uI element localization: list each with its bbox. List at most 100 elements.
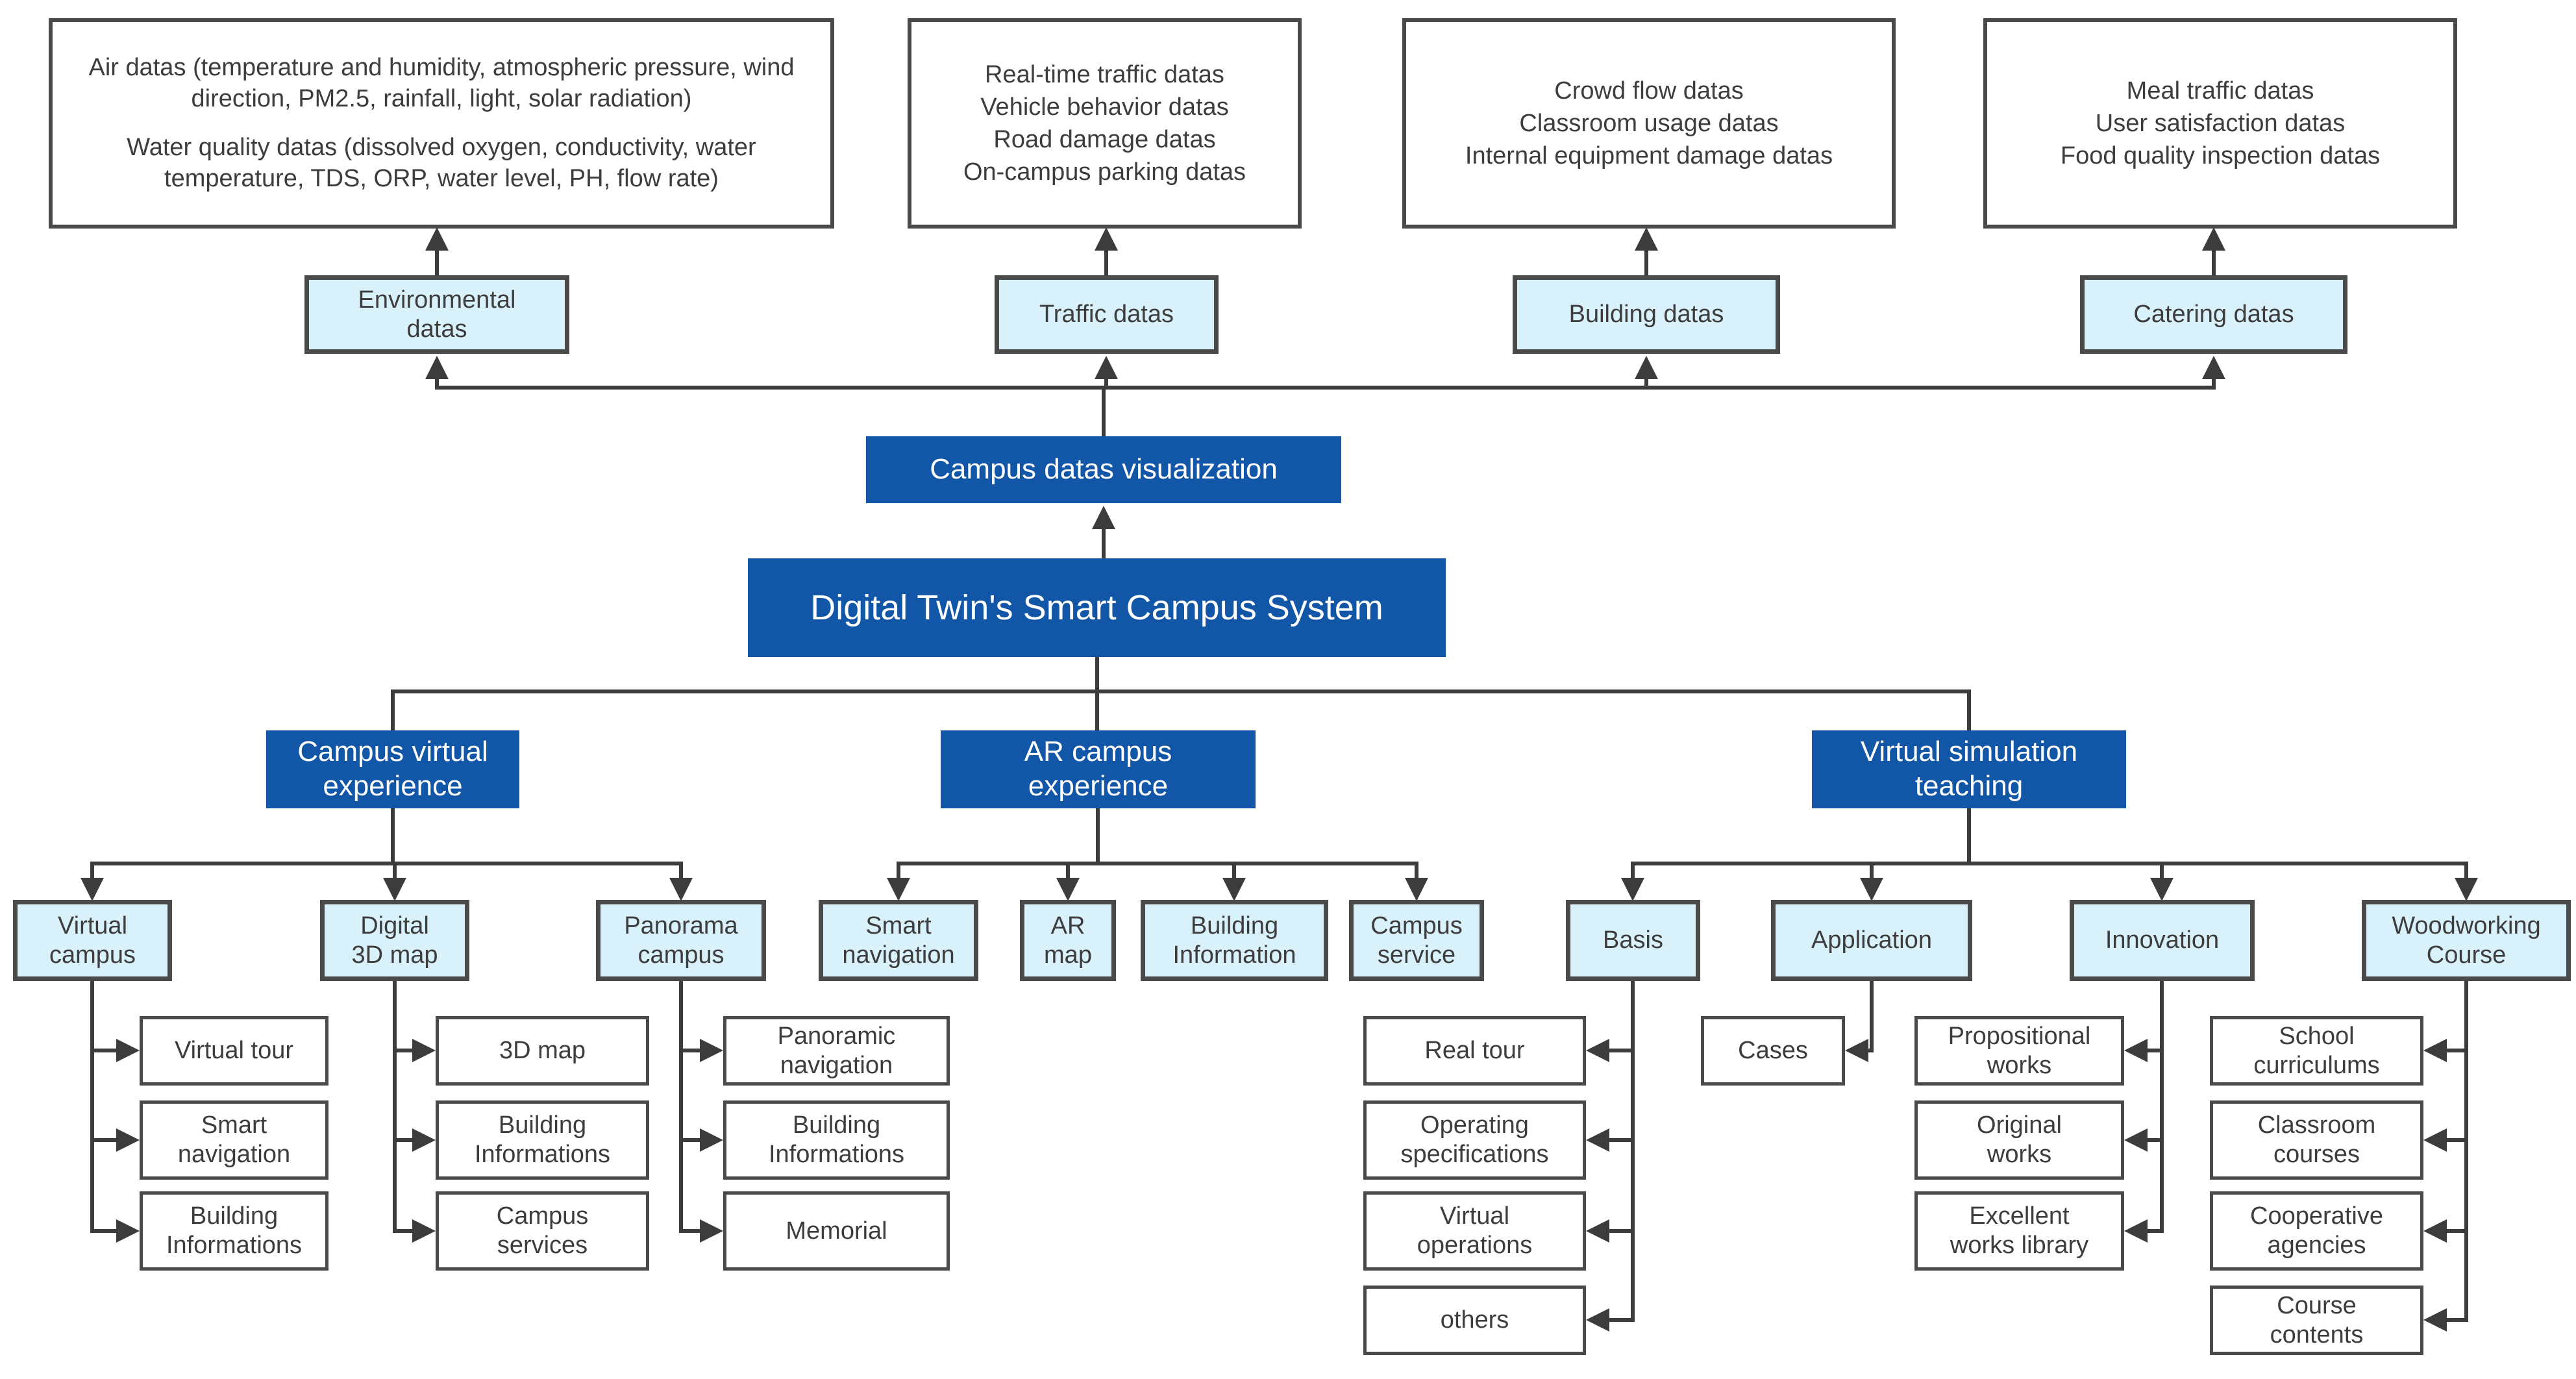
arrowhead-left: [2124, 1219, 2148, 1243]
leaf-label: Memorial: [786, 1217, 887, 1245]
child-label: Virtual campus: [49, 912, 136, 969]
leaf-label: Classroom courses: [2257, 1112, 2376, 1168]
arrowhead-up: [2202, 227, 2225, 251]
child-label: Basis: [1603, 926, 1663, 954]
leaf-box-original-works: Original works: [1914, 1100, 2124, 1180]
leaf-box-campus-services: Campus services: [436, 1191, 649, 1271]
leaf-box-excellent-works-library: Excellent works library: [1914, 1191, 2124, 1271]
leaf-box-others: others: [1363, 1286, 1586, 1355]
connector-line: [1095, 690, 1099, 732]
leaf-label: Original works: [1977, 1112, 2062, 1168]
arrowhead-right: [116, 1219, 140, 1243]
child-box-innovation: Innovation: [2070, 900, 2255, 981]
arrowhead-left: [1586, 1128, 1609, 1152]
leaf-label: Smart navigation: [177, 1112, 291, 1168]
arrowhead-up: [425, 227, 449, 251]
leaf-box-propositional-works: Propositional works: [1914, 1016, 2124, 1086]
visualization-box: Campus datas visualization: [866, 436, 1341, 503]
connector-line: [2464, 862, 2468, 880]
category-label: Traffic datas: [1039, 301, 1174, 329]
source-text: Water quality datas (dissolved oxygen, c…: [127, 134, 756, 192]
connector-line: [679, 1049, 704, 1052]
leaf-box-cases: Cases: [1701, 1016, 1845, 1086]
connector-line: [1870, 862, 1874, 880]
source-box-catering: Meal traffic datas User satisfaction dat…: [1983, 18, 2457, 229]
child-box-building-information: Building Information: [1141, 900, 1328, 981]
connector-line: [1102, 525, 1106, 560]
connector-line: [2464, 981, 2468, 1322]
connector-line: [90, 1138, 120, 1142]
source-text: Meal traffic datas: [2126, 77, 2314, 105]
leaf-box-building-informations: Building Informations: [140, 1191, 328, 1271]
child-box-panorama-campus: Panorama campus: [596, 900, 766, 981]
leaf-box-real-tour: Real tour: [1363, 1016, 1586, 1086]
connector-line: [1066, 862, 1070, 880]
connector-line: [393, 862, 397, 880]
leaf-box-operating-specifications: Operating specifications: [1363, 1100, 1586, 1180]
source-text: Vehicle behavior datas: [980, 93, 1229, 121]
leaf-box-virtual-tour: Virtual tour: [140, 1016, 328, 1086]
connector-line: [2447, 1049, 2468, 1052]
arrowhead-left: [1845, 1039, 1868, 1062]
arrowhead-left: [2423, 1219, 2447, 1243]
leaf-label: Panoramic navigation: [777, 1022, 896, 1079]
source-box-traffic: Real-time traffic datas Vehicle behavior…: [908, 18, 1302, 229]
connector-line: [393, 1049, 416, 1052]
branch-box-virtual-simulation-teaching: Virtual simulation teaching: [1812, 730, 2126, 808]
arrowhead-left: [1586, 1219, 1609, 1243]
child-label: Application: [1811, 926, 1932, 954]
child-box-campus-service: Campus service: [1349, 900, 1484, 981]
leaf-label: 3D map: [499, 1037, 586, 1065]
connector-line: [1609, 1318, 1635, 1322]
connector-line: [679, 1138, 704, 1142]
branch-label: Virtual simulation teaching: [1860, 736, 2078, 802]
arrowhead-right: [116, 1039, 140, 1062]
connector-line: [90, 862, 94, 880]
branch-box-ar-campus-experience: AR campus experience: [941, 730, 1256, 808]
arrowhead-down: [1056, 878, 1080, 901]
child-box-virtual-campus: Virtual campus: [13, 900, 172, 981]
connector-line: [2160, 862, 2164, 880]
child-label: Woodworking Course: [2392, 912, 2541, 969]
arrowhead-left: [1586, 1039, 1609, 1062]
source-text: Air datas (temperature and humidity, atm…: [88, 54, 795, 112]
root-label: Digital Twin's Smart Campus System: [810, 588, 1383, 627]
connector-line: [1232, 862, 1236, 880]
arrowhead-down: [669, 878, 693, 901]
source-text: Crowd flow datas: [1554, 77, 1744, 105]
connector-line: [1631, 862, 2468, 865]
child-box-basis: Basis: [1566, 900, 1700, 981]
connector-line: [435, 386, 2214, 390]
arrowhead-down: [2150, 878, 2174, 901]
connector-line: [435, 373, 439, 390]
leaf-label: Operating specifications: [1400, 1112, 1549, 1168]
leaf-label: Propositional works: [1948, 1022, 2091, 1079]
connector-line: [393, 1229, 416, 1233]
source-text: Internal equipment damage datas: [1465, 142, 1833, 170]
leaf-box-school-curriculums: School curriculums: [2210, 1016, 2423, 1086]
child-label: Digital 3D map: [351, 912, 438, 969]
arrowhead-left: [2423, 1128, 2447, 1152]
connector-line: [2148, 1229, 2164, 1233]
category-box-building-datas: Building datas: [1513, 275, 1780, 354]
child-label: Panorama campus: [624, 912, 738, 969]
connector-line: [1631, 981, 1635, 1322]
source-text: Classroom usage datas: [1519, 109, 1779, 137]
leaf-box-memorial: Memorial: [723, 1191, 950, 1271]
connector-line: [2160, 981, 2164, 1233]
branch-label: AR campus experience: [1024, 736, 1172, 802]
leaf-label: Building Informations: [166, 1202, 303, 1259]
child-label: AR map: [1044, 912, 1092, 969]
child-label: Building Information: [1172, 912, 1296, 969]
connector-line: [90, 1229, 120, 1233]
leaf-label: Campus services: [496, 1202, 589, 1259]
category-label: Environmental datas: [358, 286, 516, 343]
connector-line: [2212, 373, 2216, 390]
child-box-application: Application: [1771, 900, 1972, 981]
leaf-box-smart-navigation: Smart navigation: [140, 1100, 328, 1180]
leaf-label: Real tour: [1424, 1037, 1525, 1065]
arrowhead-right: [700, 1219, 723, 1243]
arrowhead-left: [2423, 1308, 2447, 1332]
connector-line: [1096, 808, 1100, 865]
connector-line: [1609, 1049, 1635, 1052]
